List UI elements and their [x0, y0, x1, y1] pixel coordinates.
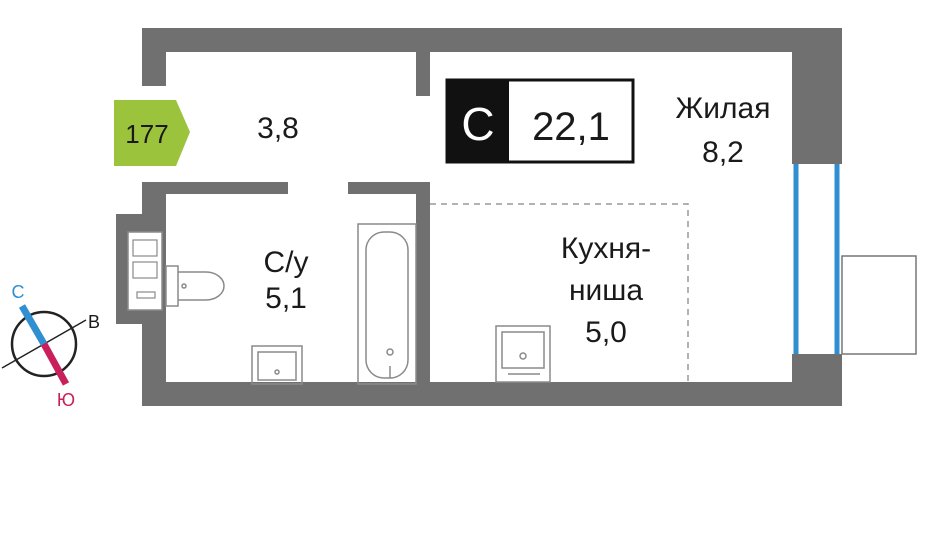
bathtub-icon: [357, 223, 417, 385]
bottom-wall: [142, 382, 842, 406]
partition-lower: [416, 184, 430, 384]
partition-top: [416, 52, 430, 96]
living-room-label: Жилая: [676, 92, 771, 125]
compass-north-needle: [18, 304, 48, 346]
kitchen-sink-icon: [495, 325, 551, 383]
apartment-number: 177: [125, 119, 168, 149]
total-area: 22,1: [532, 105, 610, 149]
kitchen-area: 5,0: [585, 316, 627, 349]
bathroom-top-wall-left: [142, 182, 288, 194]
bathroom-area: 5,1: [265, 282, 307, 315]
top-wall: [142, 28, 842, 52]
right-wall-upper: [792, 28, 842, 164]
bathroom-cabinet-niche: [127, 231, 163, 311]
apartment-number-badge: 177: [114, 100, 190, 166]
right-wall-lower: [792, 354, 842, 406]
kitchen-niche-outline: [430, 203, 689, 382]
compass-south-label: Ю: [57, 390, 75, 410]
compass-north-label: С: [12, 282, 25, 302]
kitchen-label-line2: ниша: [569, 274, 643, 307]
kitchen-label-line1: Кухня-: [561, 232, 651, 265]
washer-icon: [132, 239, 158, 257]
bathroom-label: С/у: [264, 246, 309, 279]
apartment-type-letter: С: [461, 98, 494, 150]
apartment-type-box: С 22,1: [445, 78, 635, 164]
compass: С В Ю: [1, 282, 100, 410]
compass-south-needle: [40, 342, 70, 386]
window: [792, 164, 842, 354]
balcony-outline: [841, 255, 917, 355]
living-room-area: 8,2: [702, 136, 744, 169]
toilet-icon: [165, 265, 225, 307]
compass-east-label: В: [88, 312, 100, 332]
bathroom-top-wall-right: [348, 182, 430, 194]
hall-area: 3,8: [257, 112, 299, 145]
left-wall-upper: [142, 28, 166, 86]
bathroom-sink-icon: [251, 345, 303, 385]
cabinet-handle: [136, 291, 156, 299]
washer-icon-lower: [132, 261, 158, 279]
